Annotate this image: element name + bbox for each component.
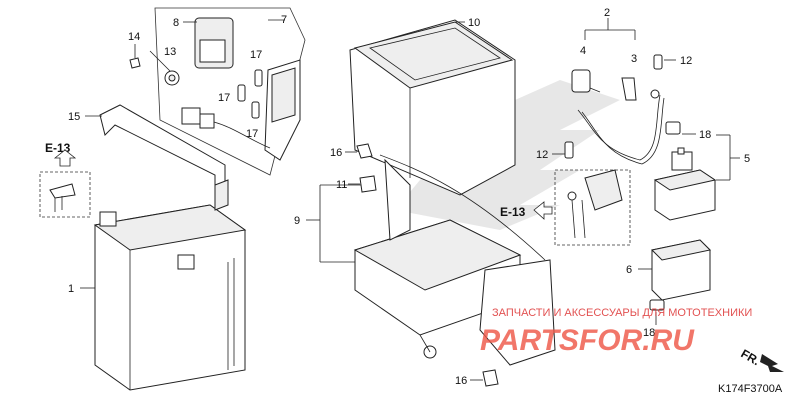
- callout-13: 13: [164, 46, 176, 58]
- ref-e13-middle: E-13: [500, 205, 526, 219]
- starter-relay: [653, 147, 717, 221]
- ref-box-middle: [554, 169, 631, 246]
- arrow-down-right-icon: [760, 354, 784, 372]
- callout-2: 2: [604, 7, 610, 19]
- ref-box-left: [39, 171, 91, 218]
- battery-case-top: [349, 19, 516, 196]
- callout-10: 10: [468, 17, 480, 29]
- watermark-slogan: ЗАПЧАСТИ И АКСЕССУАРЫ ДЛЯ МОТОТЕХНИКИ: [492, 307, 752, 319]
- callout-16b: 16: [455, 375, 467, 387]
- callout-15: 15: [68, 111, 80, 123]
- callout-17a: 17: [250, 49, 262, 61]
- front-arrow: FR.: [739, 346, 784, 372]
- bolt-16-bottom: [482, 369, 499, 387]
- callout-17b: 17: [218, 92, 230, 104]
- terminal-cover-4: [571, 69, 591, 93]
- callout-5: 5: [744, 153, 750, 165]
- battery: [93, 204, 247, 391]
- callout-8: 8: [173, 17, 179, 29]
- arrow-left-icon: [533, 201, 553, 220]
- bolt-16-top: [356, 143, 373, 159]
- battery-tray: [353, 154, 556, 366]
- fuse-18a: [665, 121, 681, 135]
- battery-band: [99, 104, 229, 211]
- callout-17c: 17: [246, 128, 258, 140]
- front-label: FR.: [739, 346, 763, 368]
- callout-3: 3: [631, 53, 637, 65]
- callout-12a: 12: [680, 55, 692, 67]
- callout-11: 11: [336, 179, 347, 191]
- callout-1: 1: [68, 283, 74, 295]
- item-7-group-box: [154, 7, 306, 176]
- bolt-12-top: [653, 54, 663, 70]
- callout-16a: 16: [330, 147, 342, 159]
- callout-14: 14: [128, 31, 140, 43]
- cushion-11: [359, 175, 377, 193]
- watermark-logo: PARTSFOR.RU: [480, 324, 695, 357]
- nut-14: [129, 57, 141, 69]
- callout-6: 6: [626, 264, 632, 276]
- callout-18a: 18: [699, 129, 711, 141]
- arrow-up-icon: [53, 149, 77, 167]
- callout-4: 4: [580, 45, 586, 57]
- fuse-18b: [649, 299, 665, 311]
- callout-18b: 18: [643, 327, 655, 339]
- terminal-cover-3: [621, 77, 637, 101]
- callout-9: 9: [294, 215, 300, 227]
- diagram-code: K174F3700A: [718, 383, 783, 395]
- bolt-12-mid: [564, 141, 574, 159]
- relay-cover-6: [650, 239, 712, 301]
- callout-12b: 12: [536, 149, 548, 161]
- callout-7: 7: [281, 14, 287, 26]
